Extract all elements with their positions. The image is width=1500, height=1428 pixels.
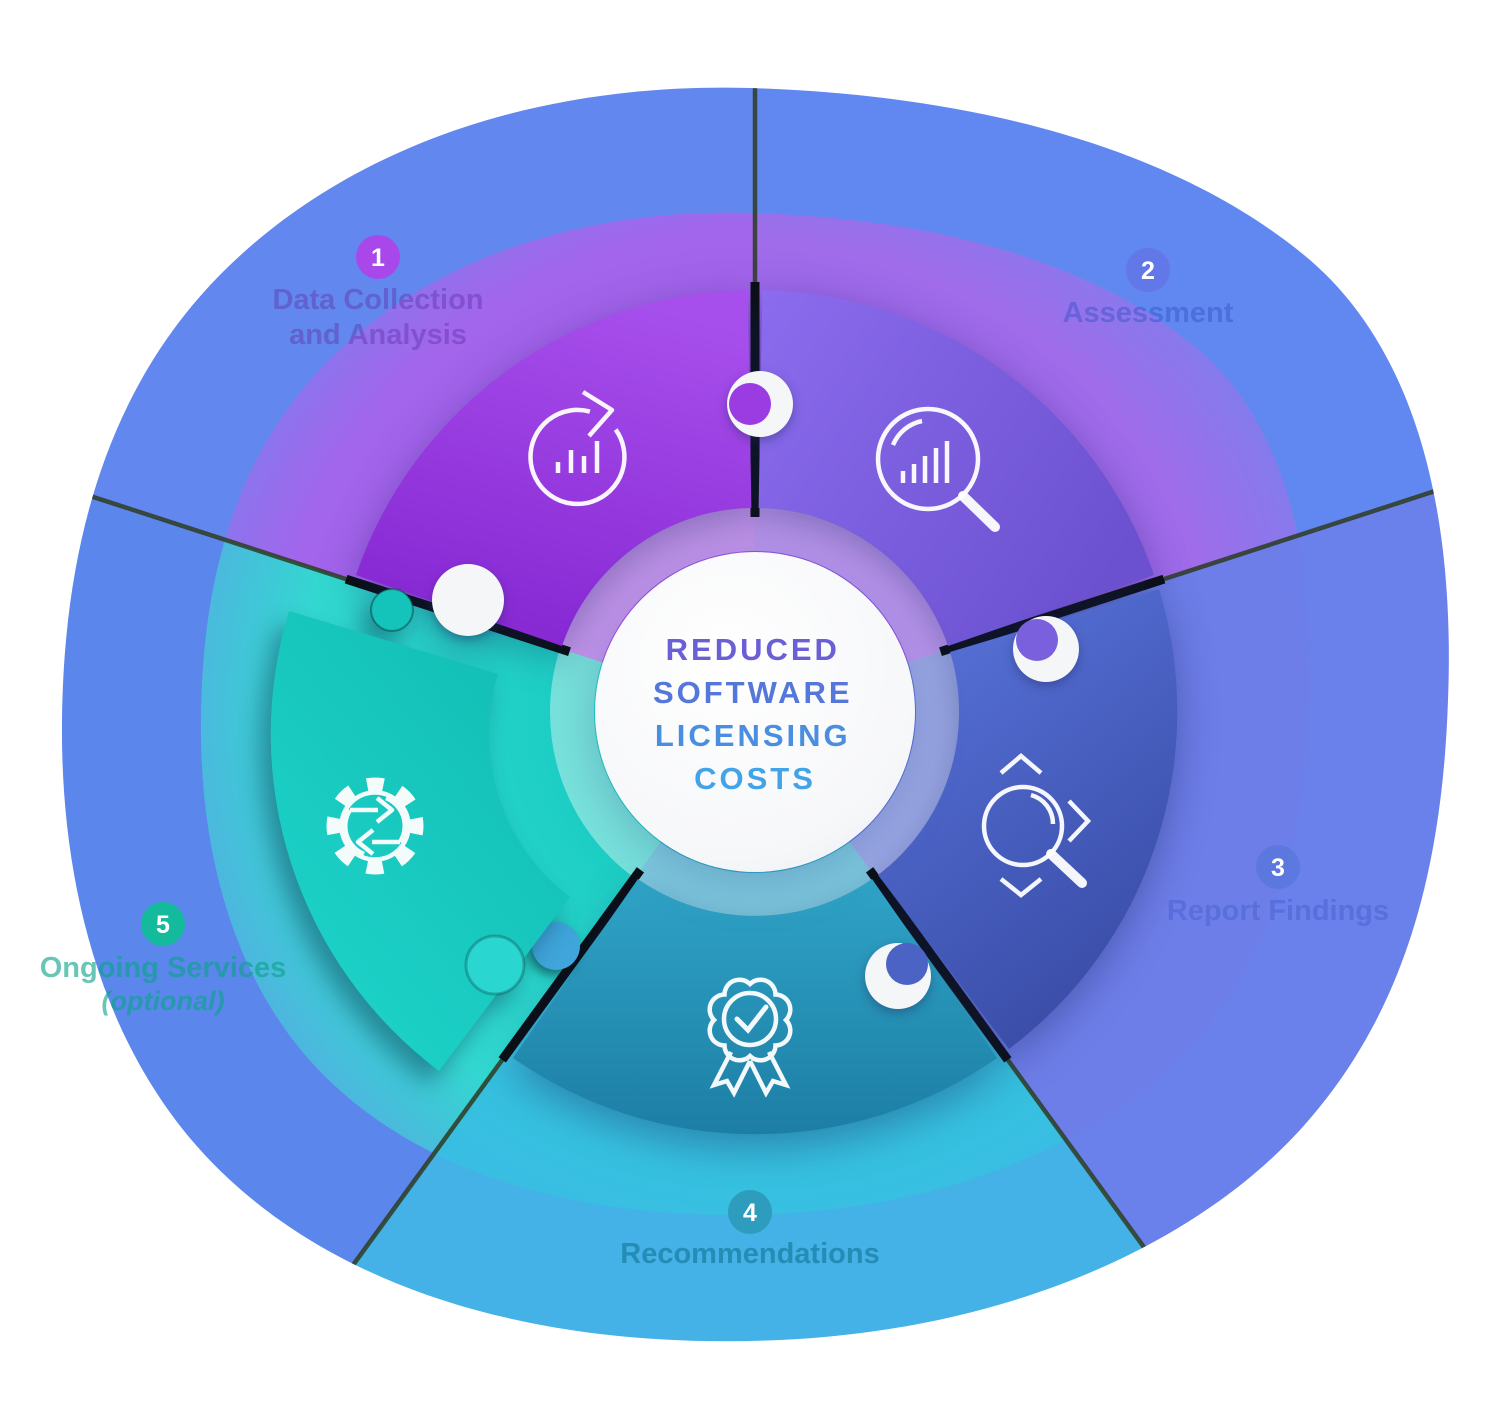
search-bar-chart-icon (875, 406, 1000, 532)
knob-segment1 (729, 383, 771, 425)
segment-1-data-collection (356, 290, 752, 646)
segment-5-ongoing-services (270, 588, 570, 1071)
center-title-line-3: LICENSING (655, 718, 851, 753)
search-expand-icon (981, 753, 1092, 898)
center-circle (595, 552, 915, 872)
segment-3-report-findings (878, 589, 1178, 1049)
knob-segment2 (1016, 619, 1058, 661)
step-3-label: Report Findings (1167, 895, 1389, 927)
step-2-badge (1126, 248, 1170, 292)
step-4-number: 4 (743, 1199, 757, 1227)
step-4-label: Recommendations (620, 1238, 879, 1270)
knob-segment3 (886, 943, 928, 985)
step-5-badge (141, 902, 185, 946)
step-2-label: Assessment (1063, 297, 1234, 329)
center-title-line-2: SOFTWARE (653, 675, 853, 710)
segment-2-assessment (758, 290, 1154, 646)
step-5-annotation: 5 Ongoing Services (optional) (40, 902, 287, 1016)
step-1-label-line1: Data Collection (272, 284, 483, 316)
award-check-icon (707, 977, 793, 1098)
center-title: REDUCED SOFTWARE LICENSING COSTS (653, 632, 857, 796)
step-1-number: 1 (371, 244, 385, 272)
step-5-label-line1: Ongoing Services (40, 952, 287, 984)
gear-sync-icon (326, 777, 424, 875)
puzzle-ring (356, 290, 1178, 1135)
step-2-annotation: 2 Assessment (1063, 248, 1234, 329)
segment-5-socket-bite (464, 934, 526, 996)
segment-5-tab-knob (370, 588, 414, 632)
step-3-annotation: 3 Report Findings (1167, 845, 1389, 927)
center-title-line-1: REDUCED (666, 632, 840, 667)
step-4-annotation: 4 Recommendations (620, 1190, 880, 1270)
step-1-label-line2: and Analysis (289, 319, 467, 351)
center-halo-ring (550, 507, 960, 917)
step-5-label-line2: (optional) (102, 986, 225, 1016)
knob-segment4-exposed (532, 922, 580, 970)
step-5-number: 5 (156, 911, 170, 939)
step-3-badge (1256, 845, 1300, 889)
step-4-badge (728, 1190, 772, 1234)
step-1-badge (356, 235, 400, 279)
step-1-annotation: 1 Data Collection and Analysis (272, 235, 484, 351)
bg-rim-sector-4 (226, 712, 1284, 1342)
center-title-line-4: COSTS (694, 761, 816, 796)
segment-4-recommendations (513, 879, 997, 1135)
refresh-bar-chart-icon (528, 390, 627, 507)
step-2-number: 2 (1141, 257, 1155, 285)
step-3-number: 3 (1271, 854, 1285, 882)
socket-upper-left-empty (432, 564, 504, 636)
